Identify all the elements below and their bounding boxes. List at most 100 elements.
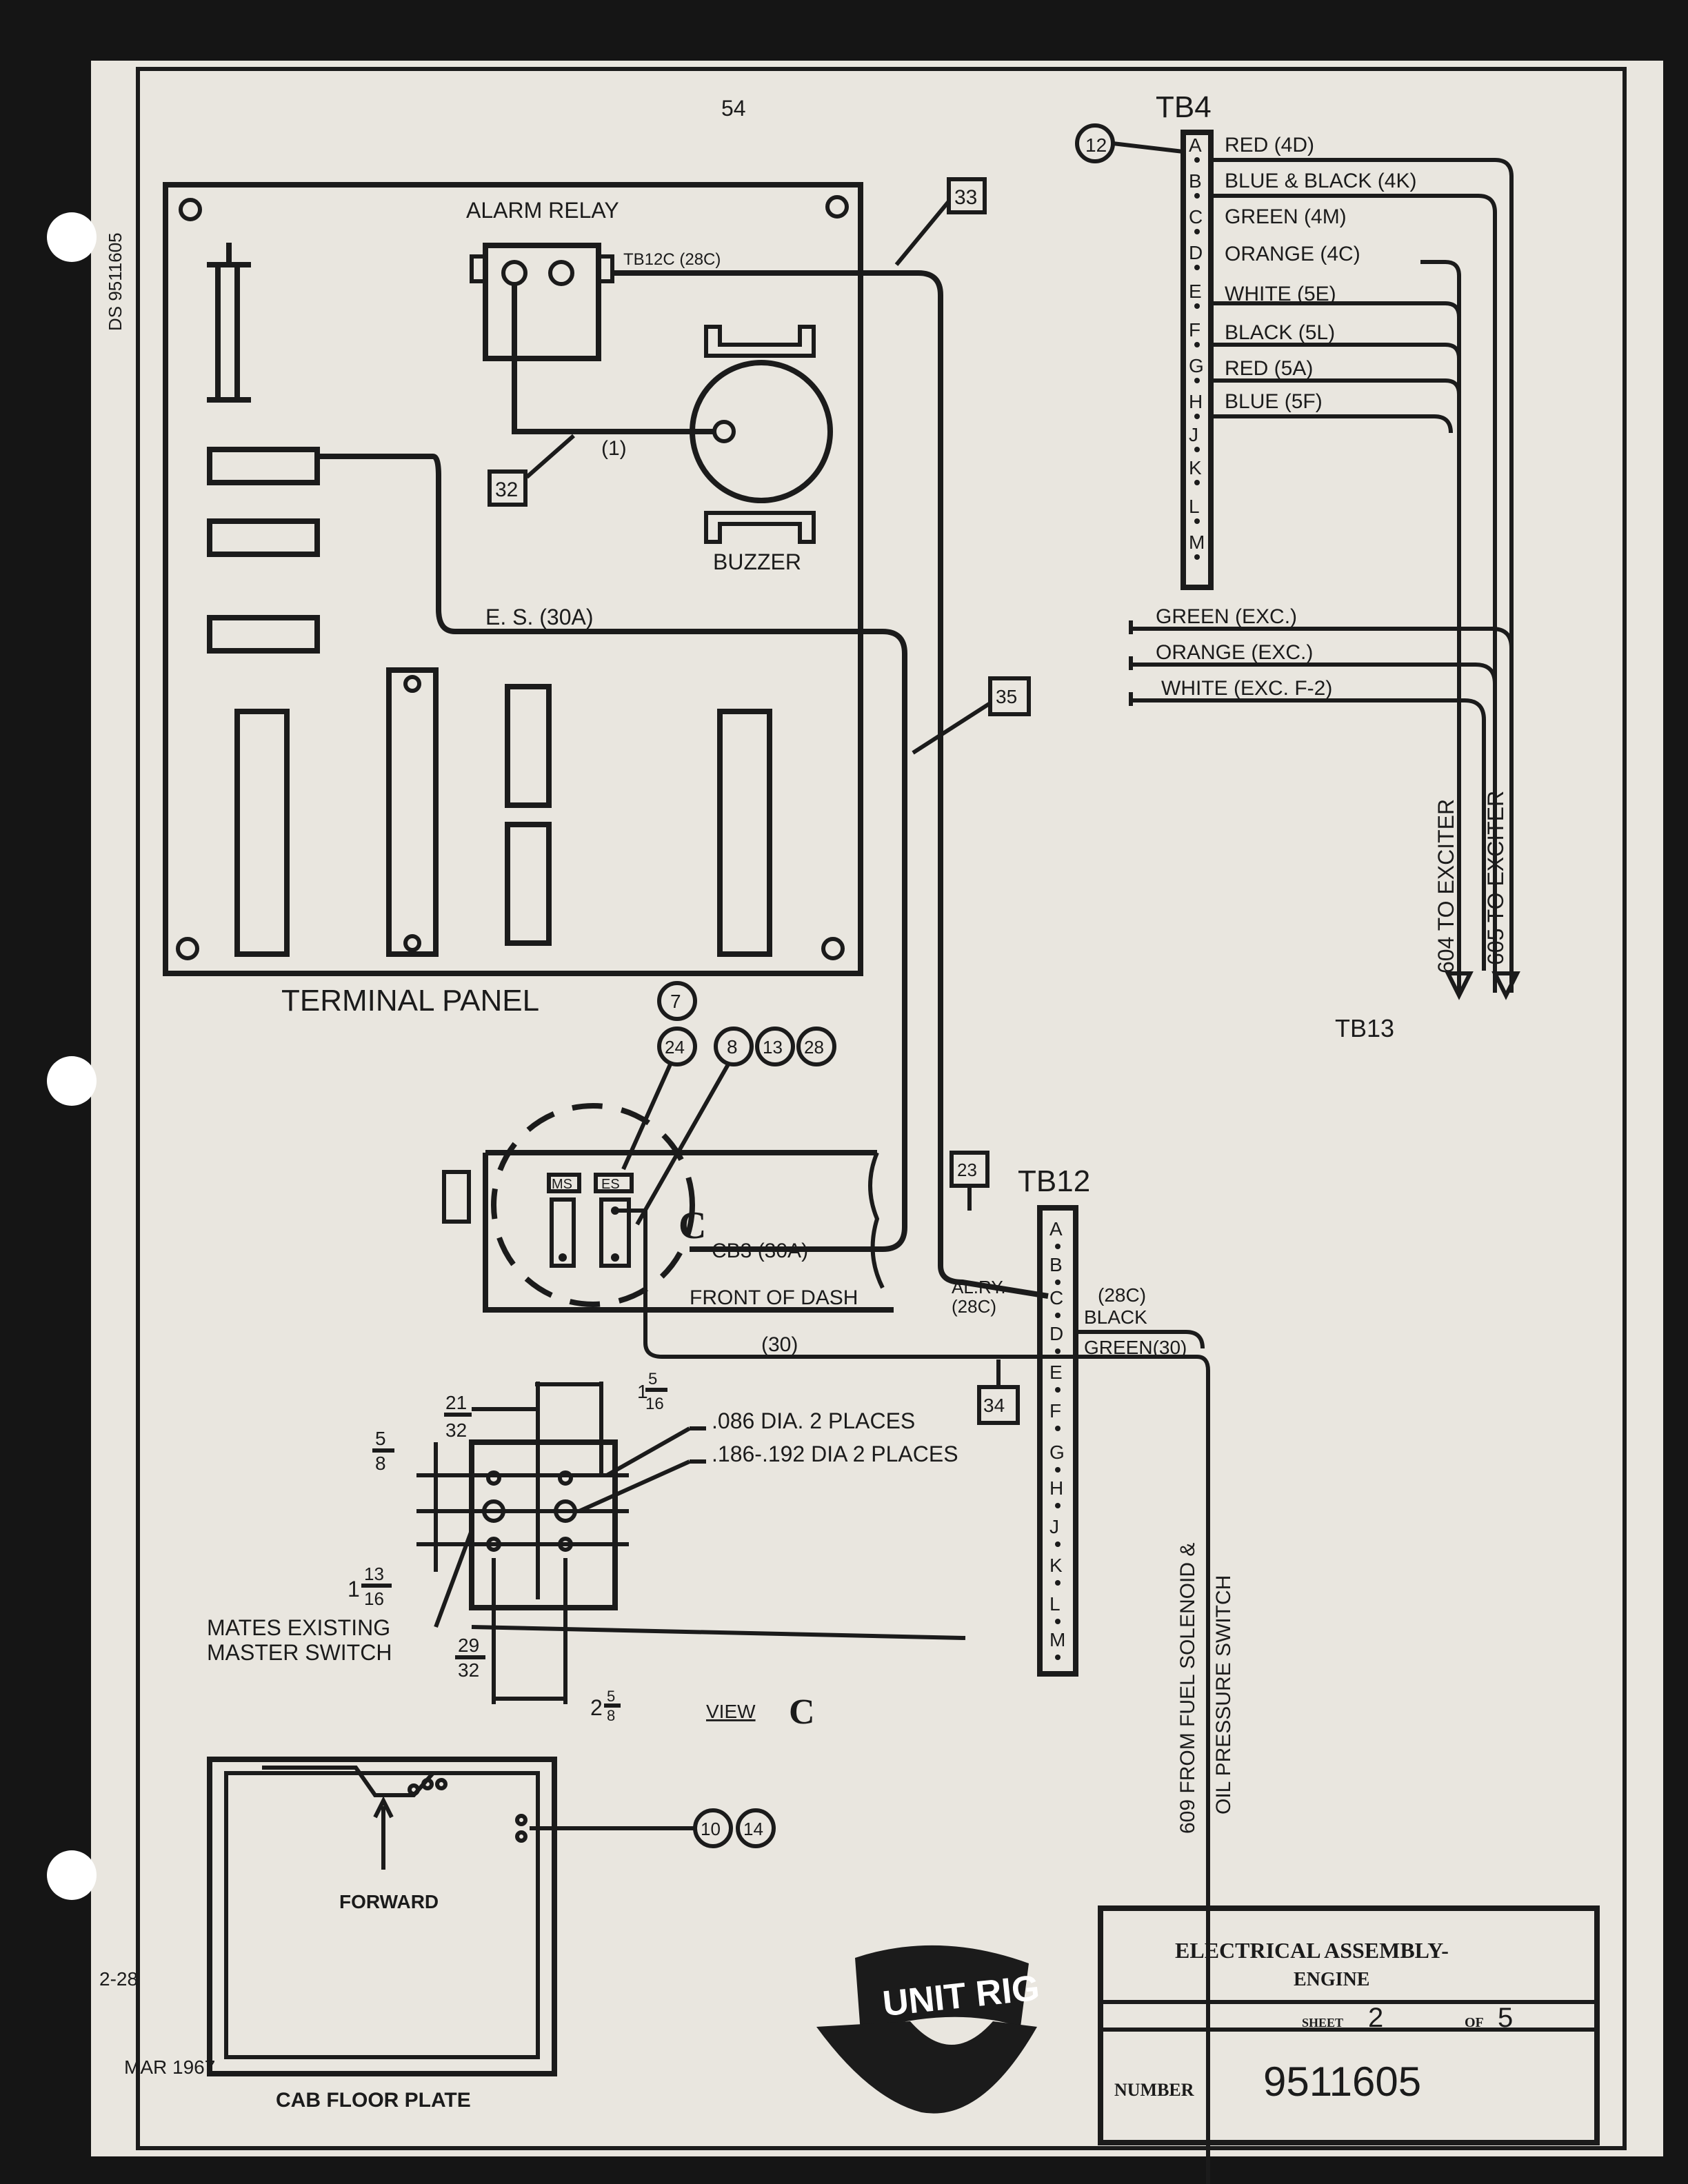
tb4-terminal-dot — [1194, 342, 1200, 347]
dim-58-den: 8 — [375, 1453, 386, 1474]
tb12-letter: H — [1049, 1477, 1063, 1499]
tb12-terminal-dot — [1055, 1580, 1061, 1586]
tb12-letter: C — [1049, 1287, 1063, 1308]
number-label: NUMBER — [1114, 2080, 1194, 2100]
cab-floor-plate: FORWARD CAB FLOOR PLATE 10 14 — [207, 1757, 776, 2112]
cb3-label: CB3 (30A) — [712, 1240, 808, 1262]
black-28c: (28C) — [1098, 1284, 1146, 1306]
alarm-relay — [483, 243, 601, 361]
tb4-letter: F — [1189, 319, 1200, 341]
callout-8: 8 — [727, 1036, 738, 1058]
wire-es-30a — [317, 454, 907, 1252]
page-number: 54 — [721, 96, 746, 121]
dim-258-num: 5 — [607, 1688, 615, 1705]
tb12-terminal-dot — [1055, 1467, 1061, 1473]
punch-hole — [47, 212, 97, 262]
tb4-letter: D — [1189, 242, 1203, 263]
wire-30-label: (30) — [761, 1333, 798, 1356]
tb12-terminal-dot — [1055, 1348, 1061, 1354]
tb12-letter: K — [1049, 1555, 1063, 1576]
tb4-wire-label: BLUE & BLACK (4K) — [1225, 170, 1416, 192]
terminal-panel-label: TERMINAL PANEL — [281, 984, 539, 1018]
tb4-title: TB4 — [1156, 90, 1212, 124]
al-ry-label: AL.RY. — [952, 1277, 1006, 1297]
tb4-letter: K — [1189, 457, 1202, 478]
dim-15-den: 16 — [645, 1395, 664, 1413]
punch-hole — [47, 1056, 97, 1106]
tb12-terminal-dot — [1055, 1655, 1061, 1660]
black-label: BLACK — [1084, 1306, 1147, 1328]
tb13-label: TB13 — [1335, 1014, 1394, 1042]
to-exciter-604: 604 TO EXCITER — [1434, 799, 1458, 973]
dim-113-den: 16 — [364, 1588, 384, 1609]
view-letter: C — [789, 1692, 815, 1732]
callout-34: 34 — [983, 1395, 1005, 1416]
tb4-terminal-dot — [1194, 518, 1200, 524]
tb4-terminal-dot — [1194, 229, 1200, 234]
dim-113-whole: 1 — [348, 1577, 360, 1601]
mates-label-2: MASTER SWITCH — [207, 1640, 392, 1665]
tb12-letter: F — [1049, 1400, 1061, 1422]
alarm-relay-label: ALARM RELAY — [466, 198, 619, 223]
dim-258-whole: 2 — [590, 1695, 603, 1720]
tb4-letter: G — [1189, 355, 1204, 376]
callout-35: 35 — [996, 686, 1017, 707]
green-30-label: GREEN(30) — [1084, 1337, 1187, 1358]
tb4-wire-label: BLACK (5L) — [1225, 321, 1335, 344]
tb4-terminal-dot — [1194, 414, 1200, 419]
tb12-terminal-dot — [1055, 1280, 1061, 1285]
tb12-letter: L — [1049, 1593, 1061, 1615]
tb4-terminal-dot — [1194, 447, 1200, 452]
wire-1 — [512, 284, 714, 434]
exciter-wire-label: ORANGE (EXC.) — [1156, 641, 1313, 664]
dim-29-num: 29 — [458, 1635, 479, 1656]
sheet-label: SHEET — [1302, 2016, 1343, 2030]
title-line-2: ENGINE — [1294, 1969, 1369, 1990]
dim-15-whole: 1 — [637, 1381, 648, 1402]
tb12-letter: B — [1049, 1254, 1063, 1275]
callout-33: 33 — [954, 186, 977, 209]
dim-58-num: 5 — [375, 1428, 386, 1449]
al-ry-28c: (28C) — [952, 1296, 996, 1317]
dim-21-num: 21 — [445, 1392, 467, 1413]
drawing-number: 9511605 — [1263, 2059, 1421, 2105]
tb4-letter: J — [1189, 424, 1198, 445]
buzzer-label: BUZZER — [713, 549, 801, 574]
tb4-terminal-dot — [1194, 303, 1200, 309]
tb12-terminal-dot — [1055, 1619, 1061, 1624]
view-c-marker: C — [679, 1204, 706, 1247]
hole-086-label: .086 DIA. 2 PLACES — [712, 1408, 915, 1433]
tb12-letter: M — [1049, 1629, 1065, 1650]
tb4-letter: H — [1189, 391, 1203, 412]
unit-rig-logo: UNIT RIG — [816, 1945, 1041, 2114]
side-note: DS 9511605 — [105, 232, 125, 331]
to-exciter-605: 605 TO EXCITER — [1483, 791, 1508, 965]
cab-floor-label: CAB FLOOR PLATE — [276, 2089, 471, 2112]
tb4-letter: B — [1189, 170, 1202, 192]
of-label: OF — [1465, 2015, 1484, 2030]
tb12-letter: G — [1049, 1442, 1065, 1463]
punch-hole — [47, 1850, 97, 1900]
tb12-letter: D — [1049, 1323, 1063, 1344]
tb4-terminal-dot — [1194, 193, 1200, 199]
side-note: MAR 1967 — [124, 2056, 215, 2078]
tb4-wire-label: RED (5A) — [1225, 357, 1313, 380]
forward-label: FORWARD — [339, 1891, 439, 1912]
tb4-terminal-dot — [1194, 265, 1200, 270]
wire-1-label: (1) — [601, 437, 627, 460]
es-label: E. S. (30A) — [485, 605, 594, 629]
callout-10: 10 — [701, 1819, 721, 1839]
ms-tag: MS — [552, 1177, 572, 1192]
tb12-terminal-dot — [1055, 1426, 1061, 1431]
wire-28c — [612, 270, 1049, 1299]
callout-7: 7 — [670, 991, 681, 1012]
side-note: 2-28 — [99, 1968, 138, 1990]
callout-28: 28 — [804, 1037, 824, 1058]
es-tag: ES — [601, 1177, 620, 1192]
exciter-wire-label: WHITE (EXC. F-2) — [1161, 677, 1332, 700]
tb4-terminal-dot — [1194, 554, 1200, 560]
hole-186-label: .186-.192 DIA 2 PLACES — [712, 1442, 958, 1466]
tb4-wire-label: RED (4D) — [1225, 134, 1314, 156]
